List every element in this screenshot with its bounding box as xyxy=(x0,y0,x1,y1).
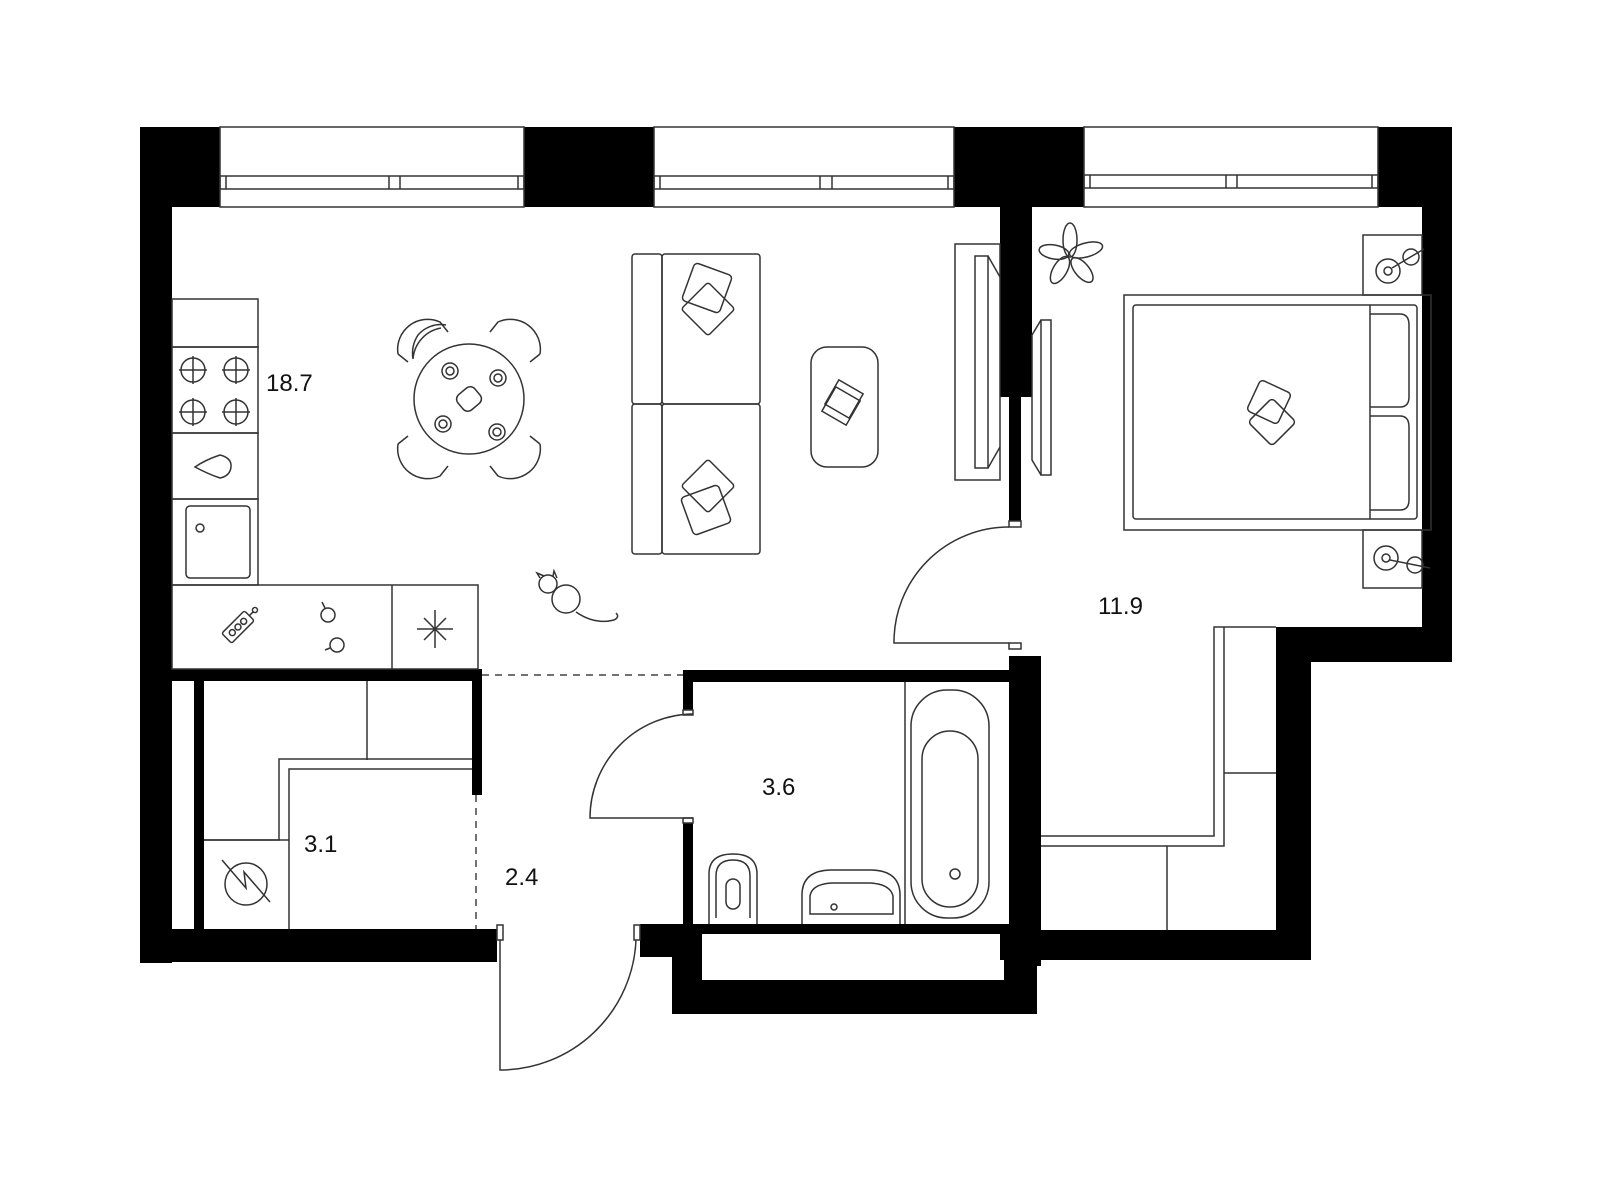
area-label-living-kitchen: 18.7 xyxy=(266,370,313,397)
dishwasher-icon xyxy=(171,432,259,500)
bathroom-door xyxy=(589,709,694,824)
bedroom-door xyxy=(893,520,1022,650)
wardrobe-icon xyxy=(1041,626,1276,930)
storage-shelving xyxy=(204,681,472,929)
area-label-storage: 3.1 xyxy=(304,831,338,858)
plant-icon xyxy=(1038,222,1104,285)
washbasin-icon xyxy=(801,869,901,924)
area-label-bedroom: 11.9 xyxy=(1098,593,1143,620)
tv-console-icon xyxy=(954,243,1001,481)
window-2 xyxy=(653,126,955,208)
area-label-hallway: 2.4 xyxy=(505,864,539,891)
dining-table-icon xyxy=(396,318,542,480)
walls xyxy=(140,127,1452,1014)
wall-tv-icon xyxy=(1031,319,1052,476)
countertop xyxy=(171,584,479,670)
window-3 xyxy=(1083,126,1379,208)
cups-icon xyxy=(320,601,345,653)
boiler-icon xyxy=(221,859,271,906)
cooktop-icon xyxy=(171,346,259,434)
sofa-icon xyxy=(631,253,761,555)
doors xyxy=(496,520,1022,1071)
area-label-bathroom: 3.6 xyxy=(762,774,796,801)
bathtub-icon xyxy=(904,682,990,924)
nightstand-bottom-icon xyxy=(1362,529,1431,589)
cat-icon xyxy=(535,568,619,623)
kitchen-units xyxy=(171,298,479,670)
upper-cabinet xyxy=(171,298,259,348)
coffee-table-icon xyxy=(810,346,879,468)
hallway-boundaries xyxy=(475,674,683,929)
entrance-door xyxy=(496,924,641,1071)
windows xyxy=(219,126,1379,208)
toilet-icon xyxy=(708,853,758,924)
freezer-snowflake-icon xyxy=(417,610,453,648)
double-bed-icon xyxy=(1123,294,1432,531)
nightstand-top-icon xyxy=(1362,234,1425,296)
cutting-board-icon xyxy=(221,606,259,644)
window-1 xyxy=(219,126,525,208)
sink-icon xyxy=(171,498,259,586)
